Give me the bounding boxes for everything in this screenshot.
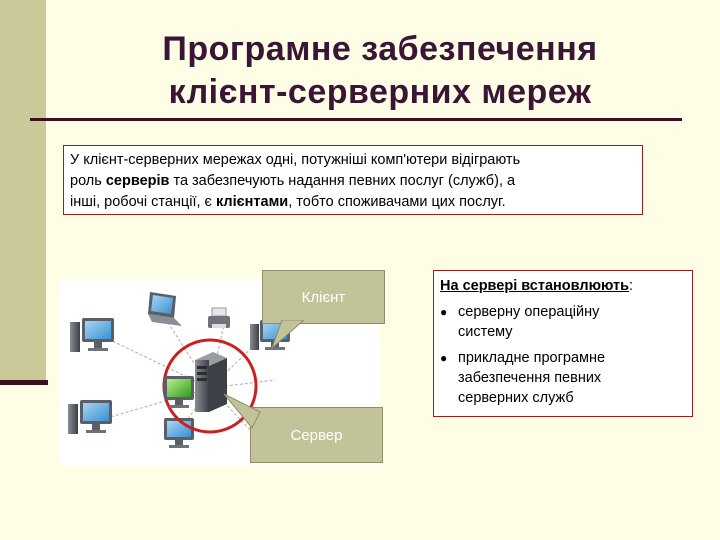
bullet-icon: ●	[440, 351, 448, 365]
monitor-icon	[70, 318, 114, 352]
monitor-icon	[164, 376, 194, 408]
bullet-text: серверну операційну	[458, 304, 600, 320]
intro-text-box: У клієнт-серверних мережах одні, потужні…	[63, 145, 643, 215]
network-diagram-graphic	[68, 292, 290, 448]
bullet-text: прикладне програмне	[458, 350, 606, 366]
bullet-text: систему	[458, 324, 513, 340]
server-info-heading: На сервері встановлюють:	[440, 276, 686, 296]
intro-text: роль	[70, 173, 106, 189]
server-info-bullet-2: ● прикладне програмне забезпечення певни…	[440, 348, 686, 408]
intro-line-1: У клієнт-серверних мережах одні, потужні…	[70, 152, 521, 168]
printer-icon	[208, 307, 230, 328]
intro-line-2: роль серверів та забезпечують надання пе…	[70, 171, 642, 192]
intro-text: та забезпечують надання певних послуг (с…	[169, 173, 516, 189]
laptop-icon	[148, 292, 182, 326]
slide-title: Програмне забезпечення клієнт-серверних …	[80, 28, 680, 114]
monitor-icon	[68, 400, 112, 434]
intro-text: , тобто споживачами цих послуг.	[288, 194, 506, 210]
server-callout: Сервер	[250, 407, 383, 463]
server-info-box: На сервері встановлюють: ● серверну опер…	[433, 270, 693, 417]
left-accent-rule	[0, 380, 48, 385]
server-info-heading-colon: :	[629, 278, 634, 294]
left-accent-bar	[0, 0, 46, 384]
client-callout: Клієнт	[262, 270, 385, 324]
server-info-heading-text: На сервері встановлюють	[440, 278, 630, 294]
server-tower-icon	[195, 352, 227, 412]
bullet-text: забезпечення певних	[458, 370, 602, 386]
intro-text: інші, робочі станції, є	[70, 194, 216, 210]
bullet-text: серверних служб	[458, 390, 574, 406]
client-callout-pointer	[270, 320, 305, 350]
server-callout-pointer	[223, 393, 261, 429]
intro-term-servers: серверів	[105, 173, 170, 189]
server-info-bullet-1: ● серверну операційну систему	[440, 302, 686, 342]
monitor-icon	[164, 418, 194, 448]
intro-line-3: інші, робочі станції, є клієнтами, тобто…	[70, 192, 642, 213]
title-line-1: Програмне забезпечення	[162, 30, 598, 68]
title-line-2: клієнт-серверних мереж	[168, 73, 592, 111]
title-divider	[30, 118, 682, 121]
intro-term-clients: клієнтами	[215, 194, 289, 210]
bullet-icon: ●	[440, 305, 448, 319]
